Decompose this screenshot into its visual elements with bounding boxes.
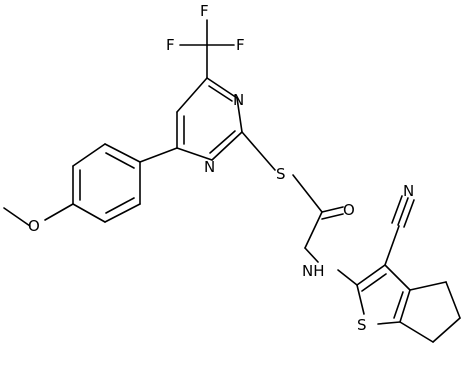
bond-cp-1 [409,281,447,291]
bond-th-c2-c3 [356,264,386,286]
atom-o-carbonyl: O [343,201,355,219]
bond-ph-5 [104,203,141,223]
bond-pyr-n3-c4 [176,147,213,161]
bond-th-c6a-s [377,321,401,325]
atom-o-methoxy: O [28,217,40,235]
bond-pyr-c2-n3-double [209,130,236,154]
bond-co-nh [304,247,319,263]
bond-pyr-c6-n1-double [208,85,233,102]
bond-ph-2 [72,143,106,167]
atom-s-thiophene: S [357,316,367,334]
bond-pyr-c6-n1 [206,77,238,99]
atom-nh-amide: NH [302,262,325,280]
bond-ph-1-double [105,152,135,169]
bond-ph-5-double [105,197,135,214]
bond-cp-2 [445,281,461,319]
bond-pyr-phenyl [139,147,178,163]
bond-cn-triple-3 [403,199,415,228]
bond-th-c3a-c6a [399,289,411,323]
atom-f-left: F [166,36,175,54]
bond-ch2-co [304,211,323,249]
bond-co-o-double [321,213,344,220]
atom-n-nitrile: N [403,182,414,200]
bond-ph-methoxy-o [44,203,74,221]
atom-n-pyrimidine-top: N [233,91,244,109]
bond-cp-3 [432,317,461,343]
bond-th-c3a-c6a-double [393,291,404,319]
bond-ph-1 [104,143,141,163]
atom-n-pyrimidine-bottom: N [204,158,215,176]
bond-c3-cn [384,225,400,266]
bond-co-o [321,206,344,213]
bond-methoxy-ch3 [3,207,31,227]
bond-cp-4 [399,321,434,343]
bond-ph-4 [72,203,106,223]
bond-cn-triple-1 [391,195,403,224]
bond-nh-thiophene [337,269,358,286]
bond-th-s-c2 [356,284,365,315]
bond-th-c3-c3a [384,264,411,291]
atom-f-right: F [236,36,245,54]
bond-cn-triple-2 [397,197,409,226]
bond-pyr-c5-c6 [176,77,208,113]
bond-pyr-n1-c2 [236,97,243,133]
bond-th-c2-c3-double [361,273,387,292]
bond-pyr-s [241,131,276,171]
bond-pyr-c2-n3 [211,131,243,161]
bond-s-ch2 [292,174,323,213]
atom-s-thioether: S [276,165,286,183]
atom-f-top: F [200,2,209,20]
